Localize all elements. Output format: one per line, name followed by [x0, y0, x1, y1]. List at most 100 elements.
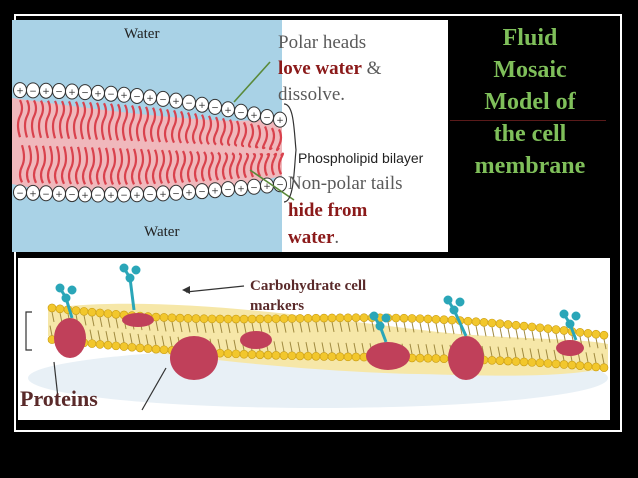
membrane-tail	[363, 321, 367, 332]
membrane-head	[239, 349, 249, 359]
polar-heads-line3: dissolve.	[278, 84, 346, 105]
polar-heads-pointer	[233, 61, 271, 103]
polar-heads-bottom-layer: −+−+−+−+−+−+−+−+−+−+−	[13, 176, 287, 203]
membrane-head	[431, 314, 441, 324]
membrane-head	[223, 314, 233, 324]
head-charge: +	[42, 87, 50, 97]
membrane-tail	[137, 333, 141, 345]
lipid-tail	[18, 144, 26, 183]
membrane-tail	[467, 325, 471, 336]
membrane-head	[95, 340, 105, 349]
lipid-tail	[123, 148, 131, 185]
membrane-head	[103, 340, 113, 350]
membrane-tail	[507, 328, 511, 339]
protein-4	[122, 313, 154, 327]
sugar-unit	[375, 321, 385, 331]
title-line-4: the cell	[493, 121, 567, 147]
tail-region	[12, 98, 282, 198]
lipid-tail	[128, 104, 136, 142]
membrane-head	[391, 313, 401, 323]
membrane-head	[327, 352, 337, 361]
membrane-head	[119, 342, 129, 351]
membrane-tail	[91, 316, 95, 327]
membrane-head	[527, 322, 537, 332]
membrane-tail	[291, 322, 295, 333]
membrane-head	[135, 343, 145, 353]
membrane-tail	[387, 321, 391, 332]
lipid-tail	[67, 146, 75, 185]
membrane-tail	[163, 321, 167, 332]
head-charge: −	[81, 89, 89, 99]
membrane-head	[263, 314, 273, 324]
lipid-tail	[44, 100, 52, 139]
membrane-tail	[323, 321, 327, 333]
protein-7	[556, 340, 584, 356]
membrane-head	[207, 314, 217, 324]
membrane-head	[223, 349, 233, 358]
membrane-head	[231, 349, 241, 359]
membrane-tail	[227, 322, 231, 334]
membrane-tail	[321, 342, 325, 353]
membrane-head	[175, 313, 185, 323]
membrane-tail	[305, 342, 309, 353]
membrane-head	[167, 313, 177, 323]
lipid-tail	[184, 111, 192, 144]
lipid-tail	[46, 145, 54, 184]
lipid-tail	[16, 99, 24, 138]
membrane-tail	[427, 322, 431, 334]
lipid-tail	[116, 148, 124, 186]
membrane-head	[143, 344, 153, 353]
membrane-head	[559, 326, 569, 335]
membrane-head	[335, 352, 345, 362]
membrane-head	[55, 304, 65, 314]
membrane-tail	[275, 322, 279, 333]
membrane-head	[551, 359, 561, 369]
lipid-tails	[16, 99, 285, 186]
bilayer-brace	[283, 103, 297, 203]
lipid-tail	[151, 149, 159, 185]
membrane-head	[511, 357, 521, 366]
nonpolar-hide-from: hide from	[288, 200, 368, 221]
lipid-tail	[95, 147, 103, 185]
slide-title: Fluid Mosaic Model of the cell membrane	[452, 22, 608, 202]
lipid-tail	[268, 127, 276, 151]
membrane-tail	[515, 329, 519, 340]
membrane-head	[79, 307, 89, 316]
head-charge: +	[263, 182, 271, 192]
sugar-unit	[119, 263, 129, 273]
head-charge: +	[276, 116, 284, 126]
membrane-head	[247, 350, 257, 359]
lipid-tail	[165, 149, 173, 184]
membrane-head	[487, 318, 497, 328]
nonpolar-tails-caption: Non-polar tails hide from water.	[288, 170, 403, 251]
lipid-tail	[74, 146, 82, 185]
membrane-tail	[281, 341, 285, 352]
membrane-head	[319, 352, 329, 361]
lipid-tail	[88, 147, 96, 185]
membrane-tail	[121, 332, 125, 343]
lipid-tail	[137, 148, 145, 185]
head-charge: −	[276, 181, 284, 191]
carbohydrate-pointer	[185, 285, 245, 293]
head-charge: +	[185, 189, 193, 199]
membrane-tail	[441, 344, 445, 355]
membrane-tail	[233, 339, 237, 350]
lipid-tail	[172, 150, 180, 184]
membrane-tail	[273, 341, 277, 352]
membrane-head	[71, 306, 81, 315]
head-charge: +	[224, 106, 232, 116]
lipid-tail	[249, 153, 257, 178]
lipid-tail	[207, 151, 215, 182]
nonpolar-tails-line3: water.	[288, 224, 403, 251]
head-charge: −	[237, 108, 245, 118]
membrane-head	[351, 352, 361, 362]
bilayer-illustration: +−+−+−+−+−+−+−+−+−+−+ −+−+−+−+−+−+−+−+−+…	[12, 20, 297, 252]
title-line-5: membrane	[474, 153, 586, 179]
membrane-tail	[505, 346, 509, 358]
lipid-tail	[247, 123, 255, 148]
lipid-tail	[51, 100, 59, 139]
membrane-tail	[83, 315, 87, 326]
membrane-tail	[267, 322, 271, 333]
lipid-tail	[177, 110, 185, 144]
membrane-tail	[337, 342, 341, 353]
